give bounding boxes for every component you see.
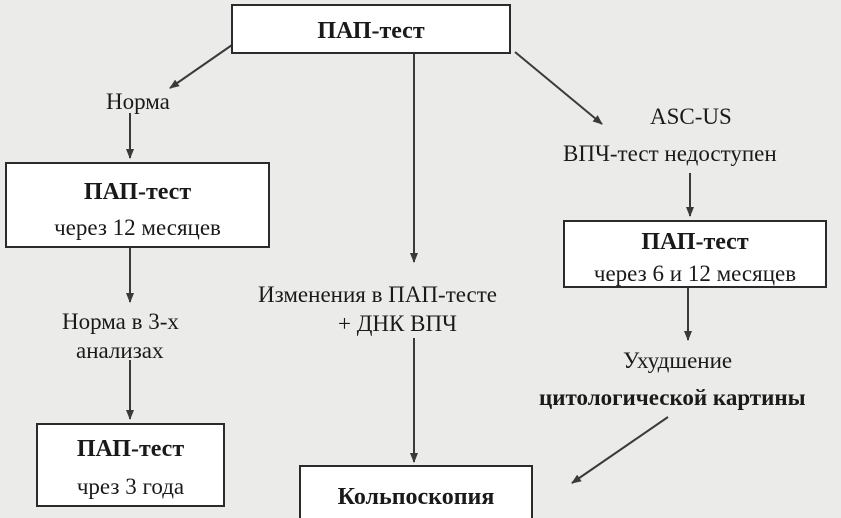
arrow-worsening-to-colposcopy bbox=[571, 416, 669, 484]
arrow-start-to-ascus bbox=[514, 51, 603, 125]
pap-test-start-label: ПАП-тест bbox=[317, 18, 425, 44]
worsening-label-line2: цитологической картины bbox=[539, 385, 806, 410]
changes-label-line1: Изменения в ПАП-тесте bbox=[258, 282, 497, 307]
pap-test-6-12-months-title: ПАП-тест bbox=[641, 229, 749, 255]
pap-test-6-12-months-sub: через 6 и 12 месяцев bbox=[593, 261, 797, 286]
pap-test-12-months-box: ПАП-тест через 12 месяцев bbox=[5, 162, 270, 248]
norma-3-label-line2: анализах bbox=[76, 338, 164, 363]
arrow-start-to-norma bbox=[169, 44, 233, 89]
worsening-label-line1: Ухудшение bbox=[623, 348, 733, 373]
pap-test-3-years-title: ПАП-тест bbox=[76, 436, 185, 462]
norma-label: Норма bbox=[106, 89, 170, 114]
norma-3-label-line1: Норма в 3-х bbox=[62, 309, 179, 334]
changes-label-line2: + ДНК ВПЧ bbox=[338, 311, 458, 336]
ascus-label: ASC-US bbox=[650, 104, 732, 129]
vpch-unavailable-label: ВПЧ-тест недоступен bbox=[563, 141, 777, 166]
pap-test-12-months-title: ПАП-тест bbox=[83, 179, 192, 205]
colposcopy-label: Кольпоскопия bbox=[337, 484, 495, 510]
pap-test-6-12-months-box: ПАП-тест через 6 и 12 месяцев bbox=[563, 220, 827, 288]
pap-test-12-months-sub: через 12 месяцев bbox=[54, 215, 221, 240]
pap-test-3-years-box: ПАП-тест чрез 3 года bbox=[36, 423, 225, 507]
pap-test-3-years-sub: чрез 3 года bbox=[76, 474, 185, 499]
colposcopy-box: Кольпоскопия bbox=[299, 465, 533, 518]
pap-test-start-box: ПАП-тест bbox=[231, 4, 511, 54]
